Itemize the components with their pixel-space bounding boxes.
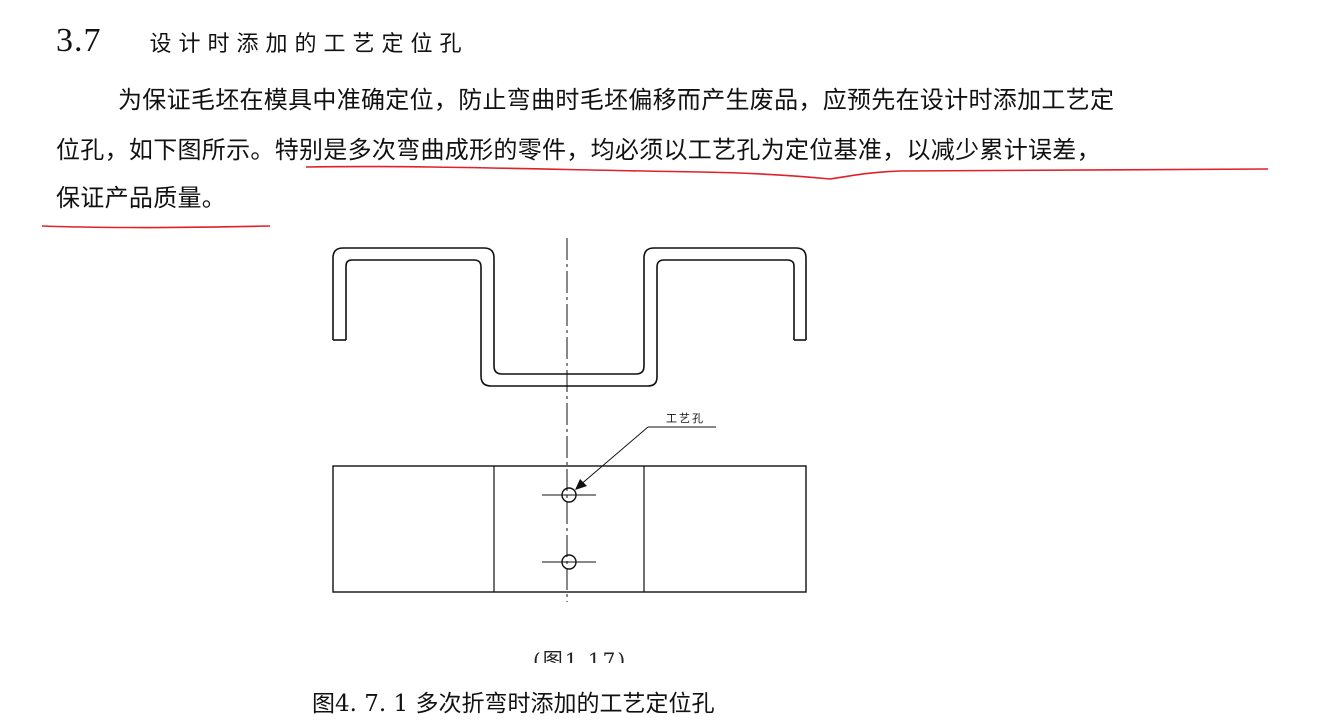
red-underline-line2 [305,165,1269,180]
section-heading: 3.7 设计时添加的工艺定位孔 [56,22,469,60]
hole-label: 工艺孔 [666,412,705,425]
locating-hole-lower [542,554,596,570]
bent-part-outer-profile [332,247,807,375]
leader-arrowhead [575,479,587,490]
leader-line [578,426,649,487]
section-number: 3.7 [56,22,102,59]
locating-hole-upper [542,487,596,503]
partial-caption: (图1.17) [533,648,628,663]
section-title: 设计时添加的工艺定位孔 [149,32,469,57]
paragraph-line-2: 位孔，如下图所示。特别是多次弯曲成形的零件，均必须以工艺孔为定位基准，以减少累计… [56,136,1101,164]
bent-part-inner-profile [345,259,795,387]
paragraph-line-1: 为保证毛坯在模具中准确定位，防止弯曲时毛坯偏移而产生废品，应预先在设计时添加工艺… [118,86,1115,114]
paragraph-line-3: 保证产品质量。 [56,184,227,212]
red-underline-line3 [41,225,271,229]
flat-blank-outline [332,465,807,593]
figure-caption: 图4. 7. 1 多次折弯时添加的工艺定位孔 [312,691,715,717]
